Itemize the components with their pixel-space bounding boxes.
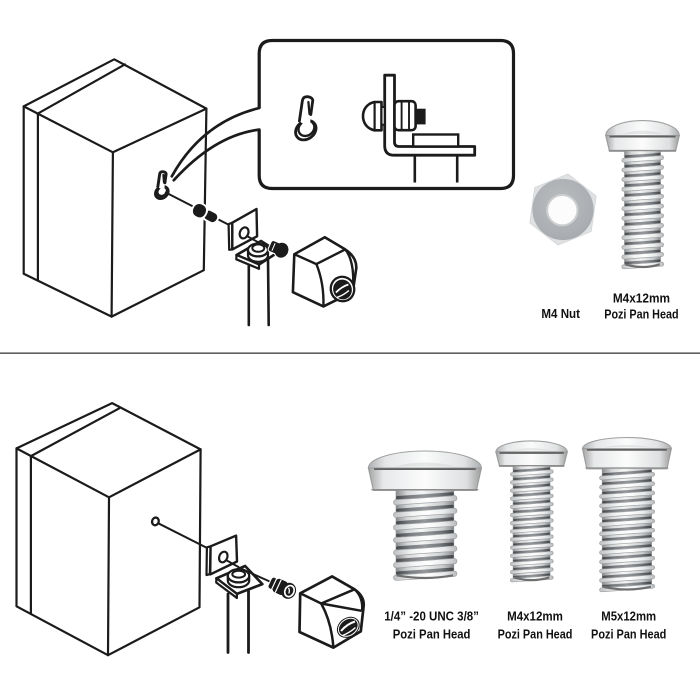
svg-text:Pozi Pan Head: Pozi Pan Head (498, 626, 573, 641)
svg-text:M5x12mm: M5x12mm (601, 609, 656, 624)
svg-text:M4x12mm: M4x12mm (613, 291, 670, 306)
svg-text:Pozi Pan Head: Pozi Pan Head (604, 307, 678, 322)
svg-text:Pozi Pan Head: Pozi Pan Head (591, 626, 666, 641)
svg-text:M4 Nut: M4 Nut (541, 306, 580, 321)
svg-text:1/4” -20 UNC 3/8”: 1/4” -20 UNC 3/8” (384, 609, 479, 624)
svg-text:Pozi Pan Head: Pozi Pan Head (393, 626, 471, 641)
svg-text:M4x12mm: M4x12mm (507, 609, 563, 624)
